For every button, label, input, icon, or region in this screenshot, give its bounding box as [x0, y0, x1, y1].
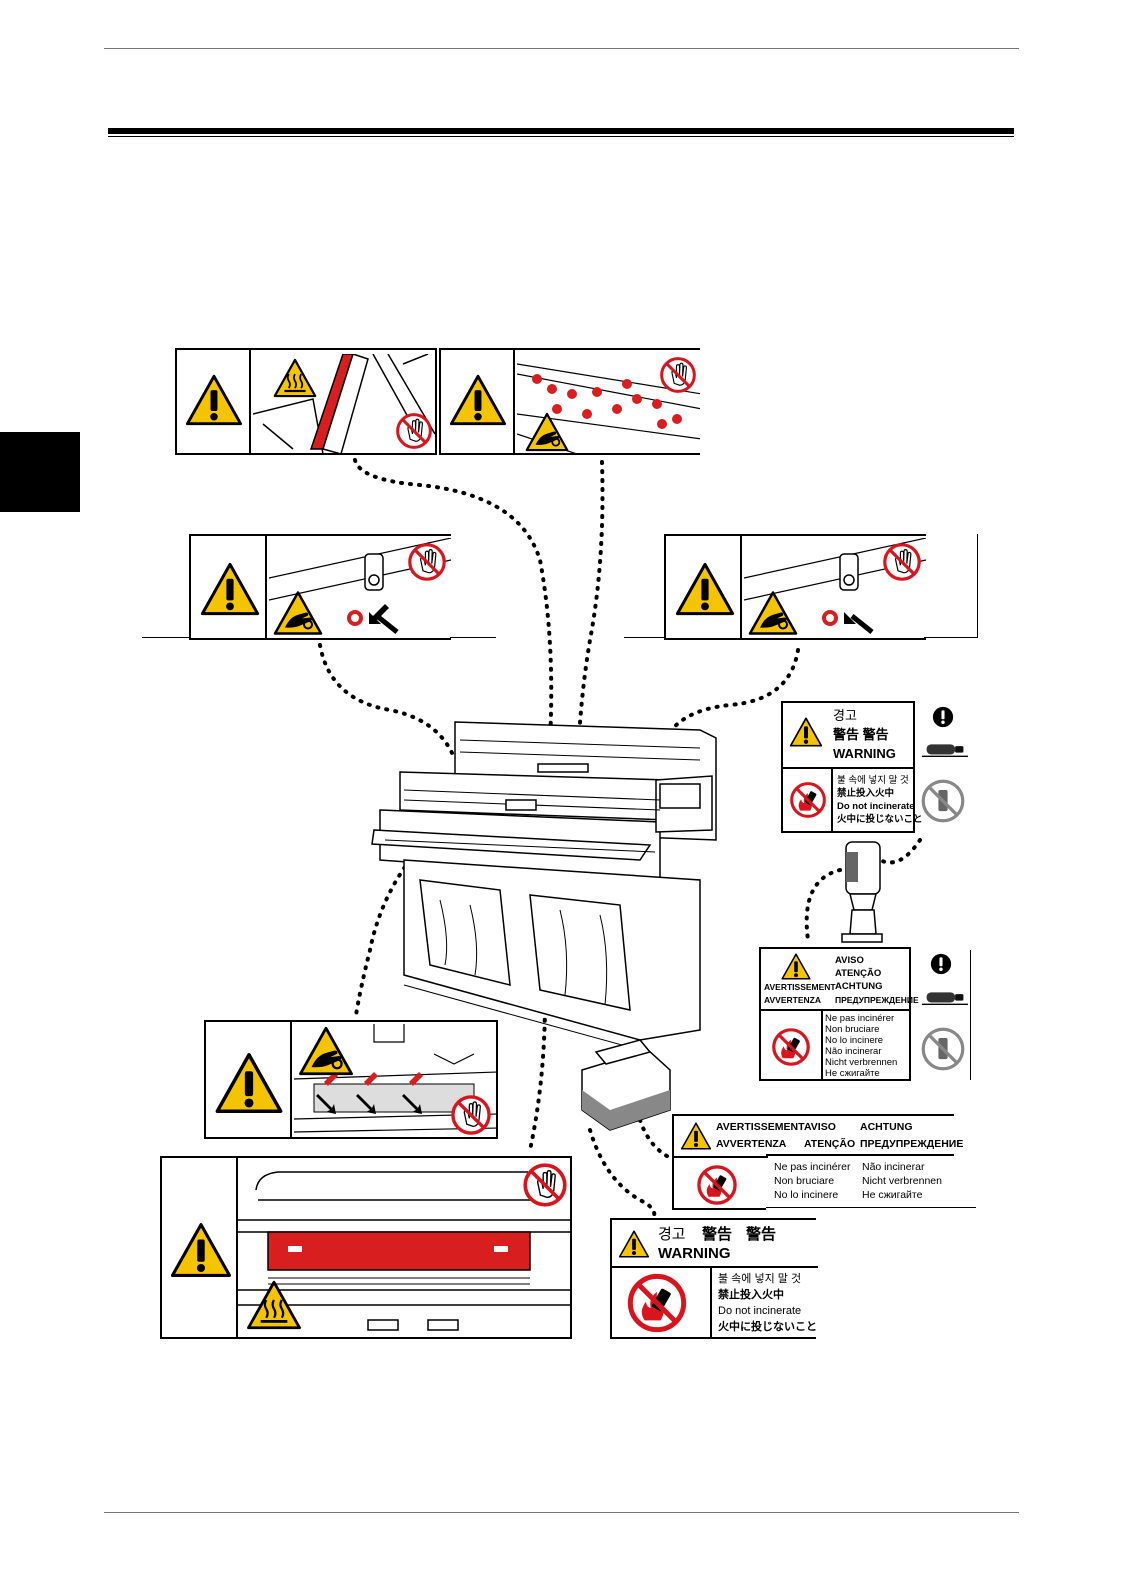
label-fr-no-fire: Ne pas incinérer — [825, 1013, 895, 1024]
no-disposal-icon — [920, 1026, 966, 1072]
label-avvertenza: AVVERTENZA — [764, 995, 821, 1005]
section-title-bar — [108, 128, 1014, 134]
label-aviso: AVISO — [804, 1121, 836, 1133]
label-ko-warning: 경고 — [658, 1226, 686, 1243]
fuser-unit-hot-warning-panel — [160, 1156, 572, 1339]
roller-illustration — [517, 363, 700, 453]
label-ko-no-fire: 불 속에 넣지 말 것 — [718, 1273, 802, 1285]
label-de-no-fire: Nicht verbrennen — [825, 1057, 898, 1068]
cartridge-icon — [922, 986, 968, 1006]
label-atencao: ATENÇÃO — [804, 1138, 856, 1150]
warning-triangle-icon — [680, 1122, 712, 1150]
label-achtung: ACHTUNG — [860, 1121, 913, 1133]
label-pt-no-fire: Não incinerar — [825, 1046, 882, 1057]
no-incinerate-icon — [696, 1164, 738, 1206]
label-en-no-fire: Do not incinerate — [837, 801, 915, 812]
chapter-tab — [0, 432, 80, 512]
right-lever-warning-panel — [664, 534, 926, 640]
label-avvertenza: AVVERTENZA — [716, 1138, 787, 1150]
no-touch-icon — [450, 1094, 492, 1136]
label-achtung: ACHTUNG — [835, 981, 883, 992]
label-cjk-warning: 警告 警告 — [833, 727, 889, 742]
panel-underline — [624, 637, 666, 638]
hot-surface-icon — [246, 1280, 302, 1330]
label-ru-warning: ПРЕДУПРЕЖДЕНИЕ — [860, 1138, 964, 1150]
mandatory-action-icon — [930, 953, 952, 975]
mandatory-action-icon — [932, 706, 954, 728]
label-avertissement: AVERTISSEMENT — [716, 1121, 805, 1133]
label-it-no-fire: Non bruciare — [825, 1024, 880, 1035]
label-zh-no-fire: 禁止投入火中 — [837, 788, 895, 799]
label-ko-warning: 경고 — [833, 708, 857, 723]
left-lever-warning-panel — [189, 534, 451, 640]
label-ko-no-fire: 불 속에 넣지 말 것 — [837, 775, 909, 786]
fuser-unit-illustration — [238, 1171, 570, 1331]
label-es-no-fire: No lo incinere — [774, 1189, 839, 1201]
section-title-bar-thin — [108, 136, 1014, 137]
label-en-no-fire: Do not incinerate — [718, 1305, 802, 1317]
label-ru-no-fire: Не сжигайте — [862, 1189, 923, 1201]
label-de-no-fire: Nicht verbrennen — [862, 1175, 942, 1187]
label-it-no-fire: Non bruciare — [774, 1175, 835, 1187]
roller-pinch-warning-panel — [439, 348, 700, 455]
warning-triangle-icon — [618, 1230, 650, 1258]
label-en-warning: WARNING — [658, 1245, 731, 1262]
waste-toner-warning-label-asian: 경고 警告 警告 WARNING 불 속에 넣지 말 것 禁止投入火中 Do n… — [610, 1218, 818, 1339]
label-aviso: AVISO — [835, 955, 864, 966]
panel-edge — [977, 534, 978, 638]
no-incinerate-icon — [771, 1027, 811, 1067]
label-ja-no-fire: 火中に投じないこと — [837, 814, 923, 825]
toner-warning-label-asian: 경고 警告 警告 WARNING 불 속에 넣지 말 것 禁止投入火中 Do n… — [781, 701, 923, 833]
fuser-hot-warning-panel — [175, 348, 437, 455]
label-cjk-warning-a: 警告 — [702, 1226, 733, 1243]
label-ru-warning: ПРЕДУПРЕЖДЕНИЕ — [835, 995, 919, 1005]
label-edge — [970, 950, 971, 1080]
panel-underline — [924, 637, 978, 638]
label-ja-no-fire: 火中に投じないこと — [718, 1321, 817, 1333]
no-incinerate-icon — [626, 1272, 688, 1334]
label-bottom-rule — [766, 1207, 976, 1208]
label-ru-no-fire: Не сжигайте — [825, 1068, 880, 1079]
no-disposal-icon — [920, 778, 966, 824]
label-mid-rule — [766, 1154, 954, 1156]
panel-underline — [450, 637, 496, 638]
warning-triangle-icon — [789, 717, 823, 747]
warning-triangle-icon — [781, 953, 811, 980]
header-rule — [104, 48, 1019, 49]
label-pt-no-fire: Não incinerar — [862, 1161, 925, 1173]
label-fr-no-fire: Ne pas incinérer — [774, 1161, 851, 1173]
hand-pinch-icon — [298, 1026, 354, 1076]
label-cjk-warning-b: 警告 — [746, 1226, 777, 1243]
label-es-no-fire: No lo incinere — [825, 1035, 884, 1046]
no-incinerate-icon — [789, 781, 827, 819]
paper-feed-warning-panel — [204, 1020, 498, 1139]
label-en-warning: WARNING — [833, 746, 896, 761]
warning-triangle-icon — [214, 1052, 284, 1114]
waste-toner-warning-label-european — [672, 1114, 768, 1210]
label-atencao: ATENÇÃO — [835, 968, 882, 979]
warning-triangle-icon — [170, 1222, 232, 1278]
panel-underline — [142, 637, 190, 638]
label-zh-no-fire: 禁止投入火中 — [718, 1289, 784, 1301]
toner-warning-label-european: AVISO ATENÇÃO AVERTISSEMENT ACHTUNG AVVE… — [759, 947, 919, 1081]
footer-rule — [104, 1512, 1019, 1513]
label-top-rule — [672, 1114, 954, 1116]
cartridge-icon — [922, 738, 968, 758]
label-avertissement: AVERTISSEMENT — [764, 982, 836, 992]
fuser-illustration — [253, 354, 435, 453]
no-touch-icon — [522, 1162, 568, 1208]
